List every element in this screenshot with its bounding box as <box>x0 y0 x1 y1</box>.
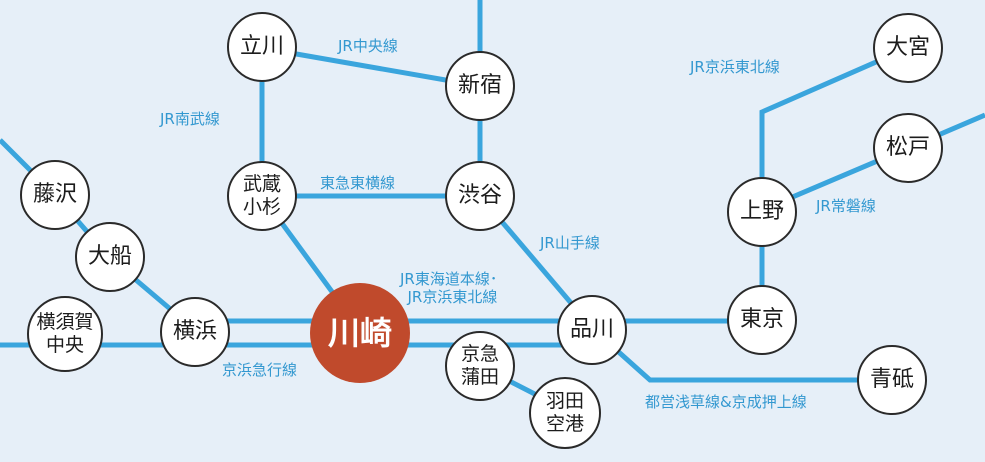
station-name: 横須賀 中央 <box>36 311 94 356</box>
tokaido-line-west <box>0 138 197 332</box>
station-name: 新宿 <box>457 73 502 99</box>
station-name: 品川 <box>569 317 614 343</box>
station-name: 渋谷 <box>457 183 502 209</box>
station-name: 立川 <box>239 34 284 60</box>
station-haneda[interactable]: 羽田 空港 <box>529 377 601 449</box>
station-keikyu-kamata[interactable]: 京急 蒲田 <box>445 331 515 401</box>
station-aomono[interactable]: 青砥 <box>857 345 927 415</box>
joban-line <box>761 112 985 213</box>
station-name: 大船 <box>87 244 132 270</box>
label-keihin-tohoku-line: JR京浜東北線 <box>690 58 780 76</box>
station-name: 青砥 <box>869 367 914 393</box>
station-name: 藤沢 <box>32 182 77 208</box>
label-asakusa-oshiage-line: 都営浅草線&京成押上線 <box>645 393 807 411</box>
station-kawasaki[interactable]: 川崎 <box>310 283 410 383</box>
station-musashikosugi[interactable]: 武蔵 小杉 <box>227 161 297 231</box>
label-toyoko-line: 東急東横線 <box>320 174 396 192</box>
station-shinagawa[interactable]: 品川 <box>557 295 627 365</box>
label-chuo-line: JR中央線 <box>338 37 398 55</box>
label-joban-line: JR常磐線 <box>816 197 876 215</box>
station-matsudo[interactable]: 松戸 <box>873 113 943 183</box>
station-shinjuku[interactable]: 新宿 <box>445 51 515 121</box>
station-fujisawa[interactable]: 藤沢 <box>20 160 90 230</box>
station-name: 東京 <box>739 307 784 333</box>
station-ueno[interactable]: 上野 <box>727 177 797 247</box>
label-tokaido-line: JR東海道本線･ JR京浜東北線 <box>400 270 498 306</box>
station-name: 京急 蒲田 <box>460 343 499 388</box>
station-name: 武蔵 小杉 <box>242 173 281 218</box>
station-name: 上野 <box>739 199 784 225</box>
label-nambu-line: JR南武線 <box>160 110 220 128</box>
chuo-line <box>261 45 481 89</box>
station-name: 大宮 <box>885 35 930 61</box>
station-name: 羽田 空港 <box>545 390 584 435</box>
label-keikyu-line: 京浜急行線 <box>222 361 298 379</box>
station-tachikawa[interactable]: 立川 <box>227 12 297 82</box>
station-tokyo[interactable]: 東京 <box>727 285 797 355</box>
station-yokosuka-chuo[interactable]: 横須賀 中央 <box>27 296 103 372</box>
station-yokohama[interactable]: 横浜 <box>160 297 230 367</box>
keihin-tohoku-line <box>759 45 910 320</box>
station-shibuya[interactable]: 渋谷 <box>445 161 515 231</box>
station-omiya[interactable]: 大宮 <box>873 13 943 83</box>
station-name: 川崎 <box>327 313 392 352</box>
label-yamanote-line: JR山手線 <box>540 234 600 252</box>
station-name: 横浜 <box>172 319 217 345</box>
station-name: 松戸 <box>885 135 930 161</box>
station-ofuna[interactable]: 大船 <box>75 222 145 292</box>
